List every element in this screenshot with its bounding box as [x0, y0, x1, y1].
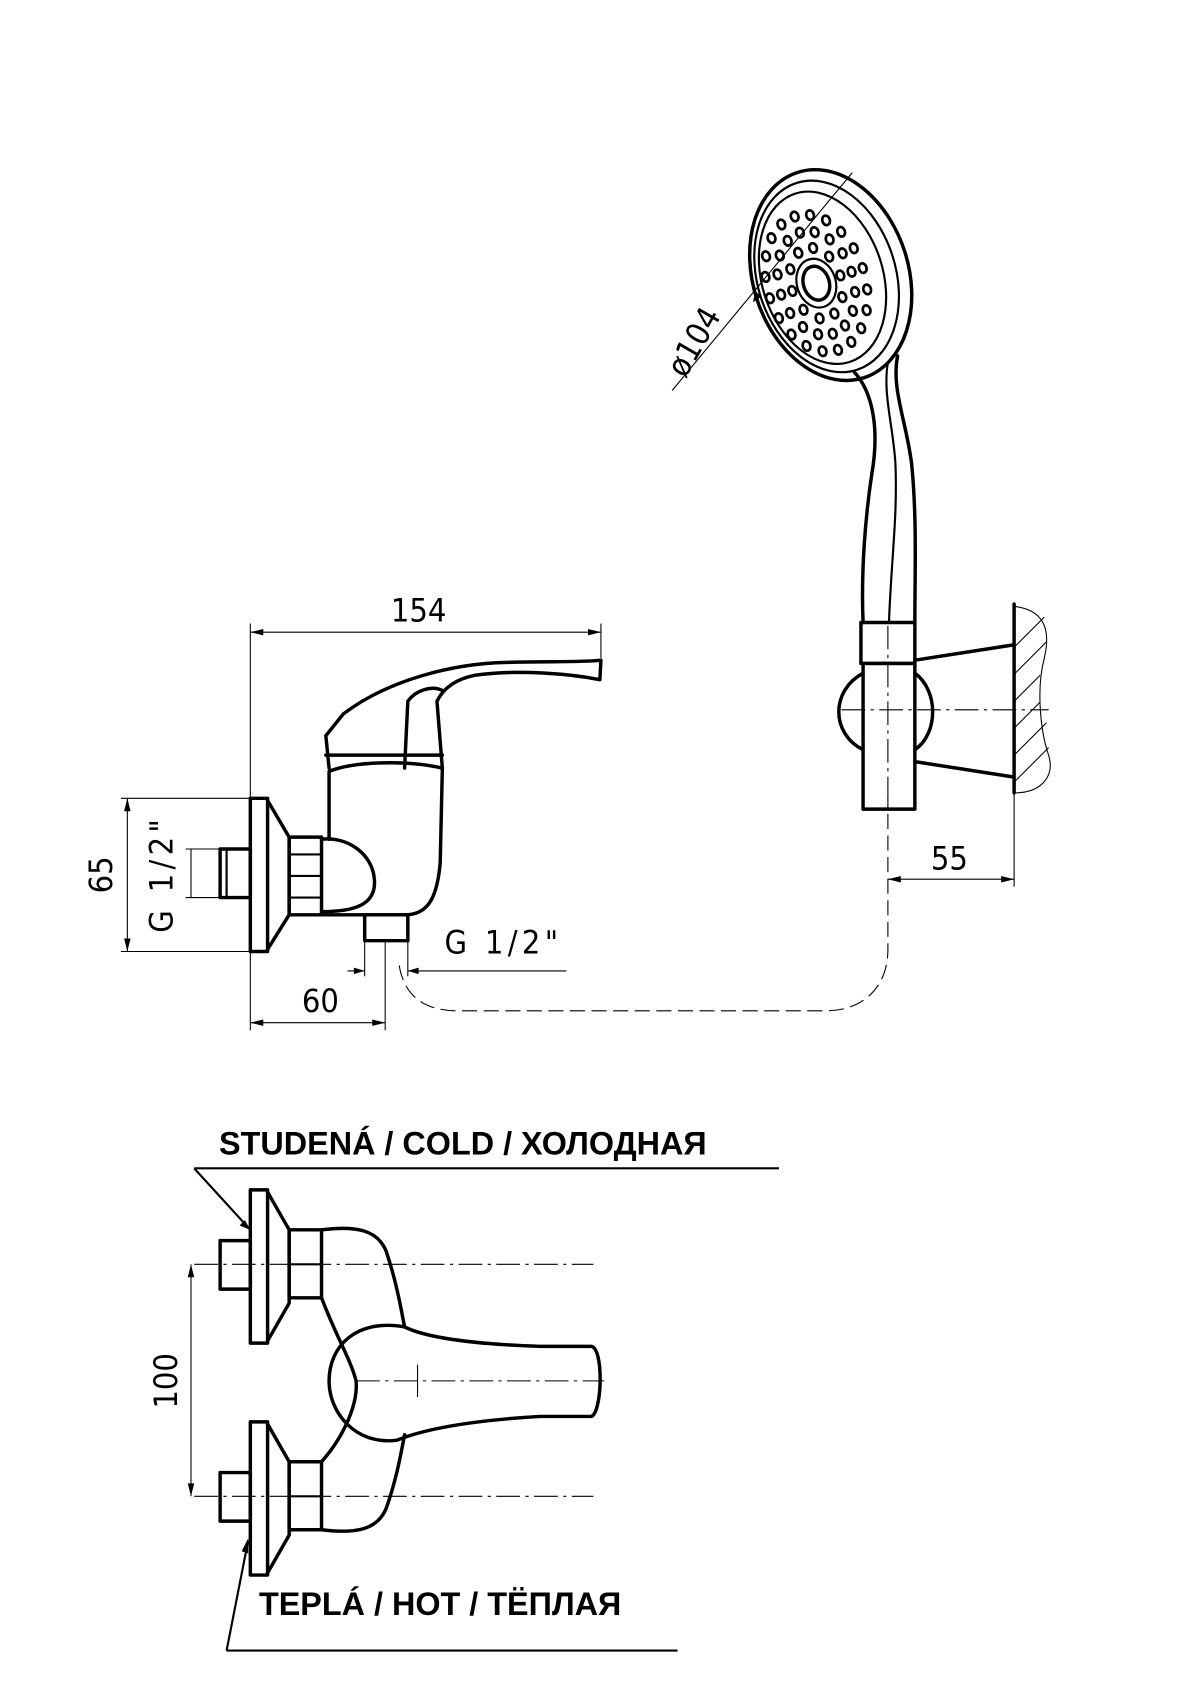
nozzle-hole [827, 327, 838, 340]
top-lever [327, 1323, 602, 1443]
nozzle-hole [814, 312, 825, 325]
nozzle-hole [789, 210, 800, 223]
body-cap [319, 837, 377, 914]
cold-label: STUDENÁ / COLD / ХОЛОДНАЯ [219, 1124, 707, 1161]
hot-leader [225, 1540, 250, 1651]
nozzle-hole [787, 284, 798, 298]
nozzle-hole [829, 307, 840, 320]
spray-nozzles [760, 209, 873, 358]
wall-flange [248, 796, 270, 954]
holder-ring [837, 671, 865, 752]
nozzle-hole [823, 250, 835, 263]
cold-leader [193, 1167, 252, 1231]
hand-shower [747, 167, 1051, 811]
nozzle-hole [807, 241, 819, 255]
nozzle-hole [846, 335, 857, 349]
top-body [319, 1226, 407, 1329]
dimension-outlet-thread: G 1/2" [347, 924, 567, 977]
nozzle-hole [861, 283, 873, 296]
nozzle-hole [773, 311, 785, 325]
dim-60-label: 60 [302, 982, 339, 1020]
dim-154-label: 154 [391, 591, 447, 629]
shower-hose [398, 798, 889, 1012]
nozzle-hole [855, 322, 867, 335]
nozzle-hole [837, 247, 848, 260]
nozzle-hole [809, 225, 820, 239]
dim-104-label: ø104 [659, 301, 729, 384]
nozzle-hole [837, 291, 848, 304]
nozzle-hole [766, 232, 777, 245]
nozzle-hole [798, 303, 809, 316]
nozzle-hole [839, 319, 851, 332]
center-nozzle [801, 264, 832, 302]
nozzle-hole [801, 339, 812, 353]
nozzle-hole [772, 268, 783, 281]
mixer-lever [324, 658, 603, 770]
flange-cone [265, 798, 291, 952]
handle-left-edge [852, 370, 877, 625]
nozzle-hole [847, 304, 859, 317]
nozzle-hole [782, 234, 793, 247]
nozzle-hole [786, 328, 797, 341]
dimension-55: 55 [887, 792, 1015, 887]
shower-outlet [362, 913, 410, 943]
dimension-65: 65 G 1/2" [82, 797, 251, 953]
nozzle-hole [793, 246, 804, 259]
nozzle-hole [812, 328, 824, 341]
nozzle-hole [776, 218, 787, 231]
inlet-thread [218, 847, 253, 900]
wall-hatch [1013, 616, 1050, 783]
mixer-top-view: STUDENÁ / COLD / ХОЛОДНАЯ 100 TEPLÁ / HO… [147, 1124, 779, 1652]
nozzle-hole [824, 233, 835, 246]
nozzle-hole [797, 320, 809, 334]
holder-bracket [913, 643, 1014, 779]
dimension-60: 60 [250, 940, 386, 1031]
dimension-154: 154 [249, 591, 602, 1031]
nozzle-hole [817, 345, 828, 358]
dim-65-label: 65 [82, 856, 120, 893]
nozzle-hole [848, 242, 860, 255]
outlet-thread-label: G 1/2" [445, 924, 563, 962]
wall-section [1014, 605, 1051, 794]
dim-55-label: 55 [931, 840, 968, 878]
nozzle-hole [785, 263, 796, 276]
nozzle-hole [764, 292, 776, 305]
nozzle-hole [804, 209, 816, 222]
nozzle-hole [784, 306, 796, 320]
nozzle-hole [775, 288, 787, 301]
holder-pipe [861, 661, 917, 811]
hot-label: TEPLÁ / HOT / ТЁПЛАЯ [259, 1585, 621, 1622]
nozzle-hole [857, 261, 868, 275]
dim-100-label: 100 [147, 1353, 185, 1409]
nozzle-hole [835, 269, 846, 282]
handle-right-edge [894, 354, 918, 625]
nozzle-hole [835, 225, 847, 238]
nozzle-hole [760, 250, 772, 263]
inlet-thread-label: G 1/2" [143, 815, 181, 933]
mixer-side-view [218, 658, 603, 954]
nozzle-hole [820, 214, 832, 227]
nozzle-hole [861, 304, 872, 317]
nozzle-hole [849, 285, 861, 299]
nozzle-hole [846, 265, 857, 278]
nozzle-hole [832, 343, 844, 356]
